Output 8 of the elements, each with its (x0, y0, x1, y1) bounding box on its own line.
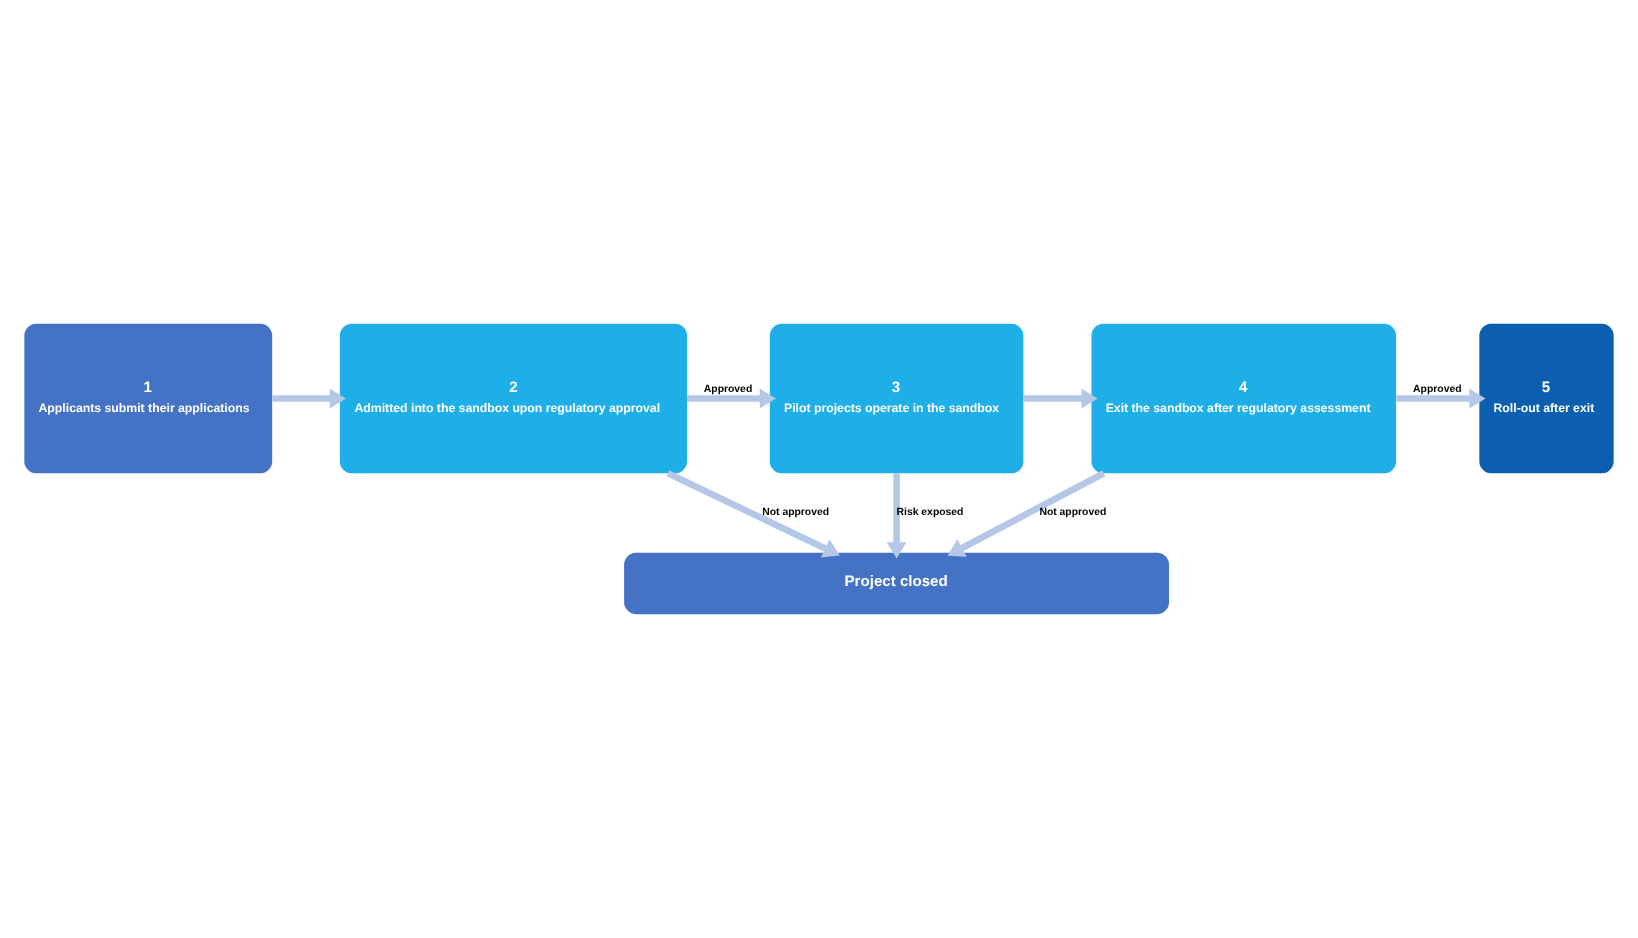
arrow (947, 470, 1106, 557)
arrow (1023, 388, 1098, 409)
arrow (687, 388, 776, 409)
arrow (666, 470, 840, 558)
arrow (1396, 388, 1486, 409)
arrow (886, 473, 907, 559)
node-box: Project closed (624, 552, 1170, 615)
arrow (272, 388, 347, 409)
